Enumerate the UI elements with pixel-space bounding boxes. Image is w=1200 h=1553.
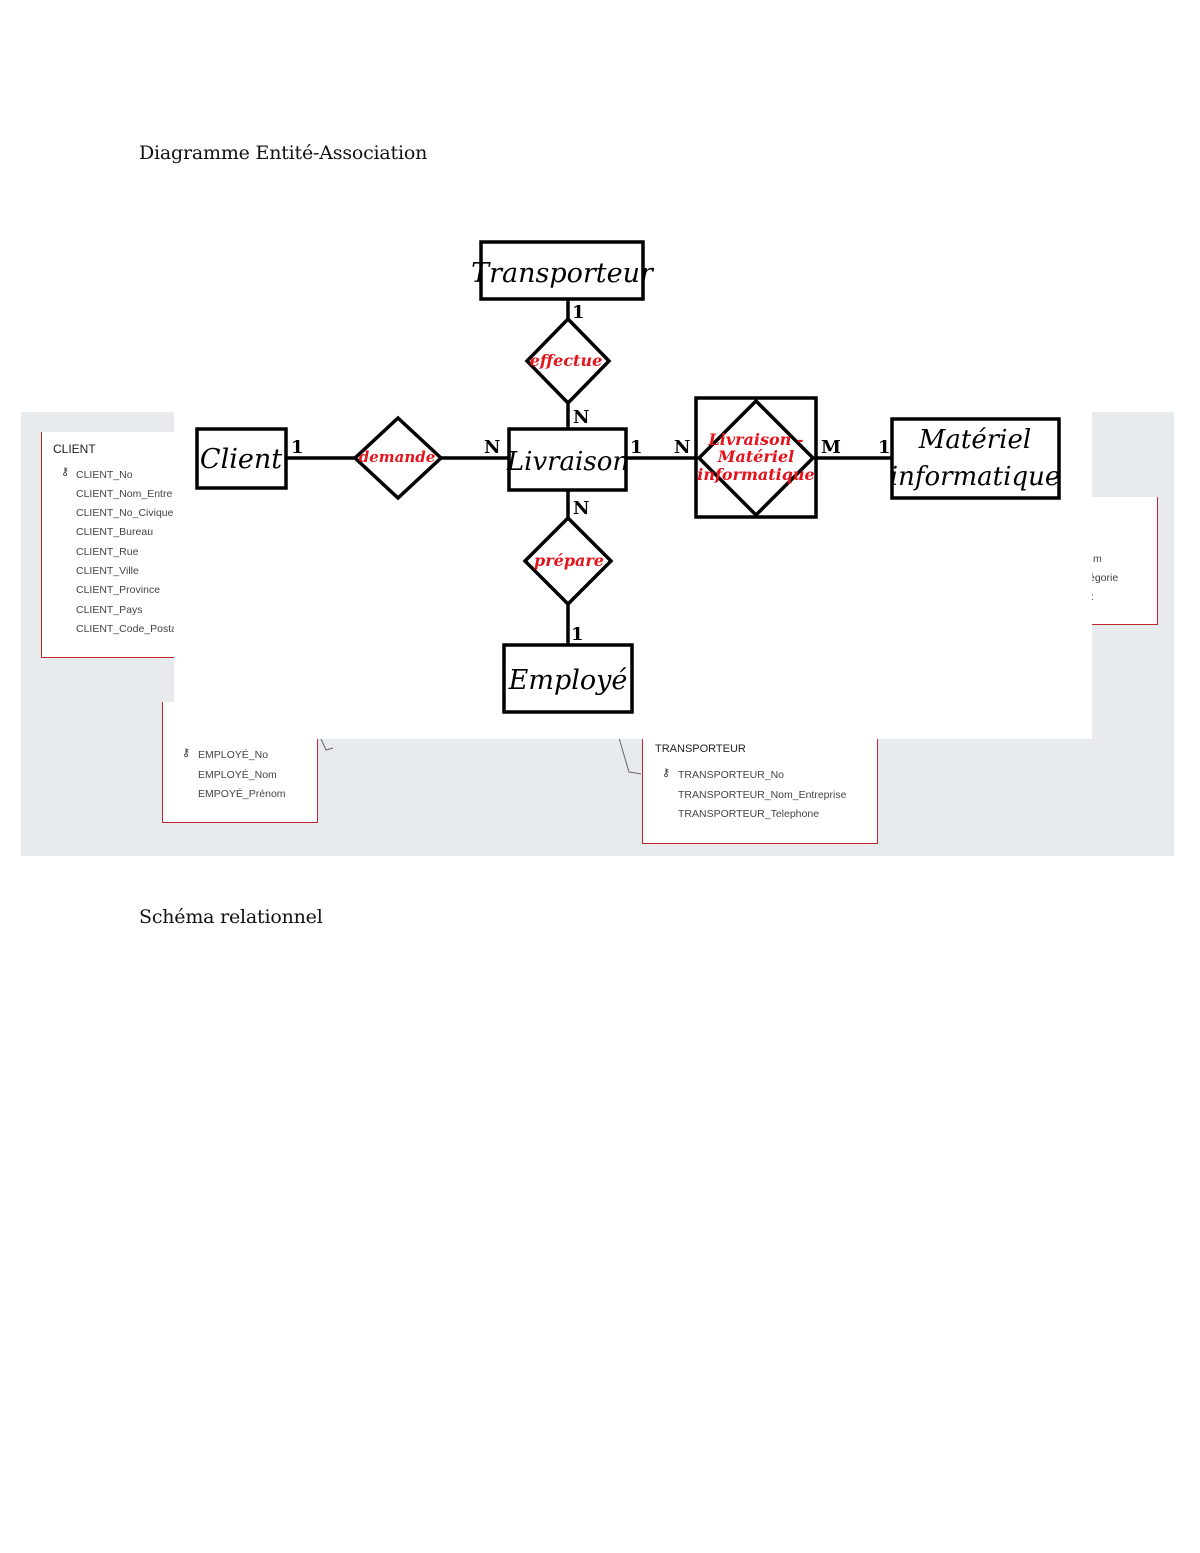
assoc-label-line1: Livraison - (707, 430, 803, 449)
relationship-prepare-label: prépare (534, 551, 604, 570)
cardinality-label: 1 (291, 437, 304, 458)
diamond-livraison-materiel (696, 398, 816, 518)
client-field: CLIENT_Rue (76, 546, 139, 558)
heading-er-diagram: Diagramme Entité-Association (139, 142, 428, 164)
client-table-title: CLIENT (53, 442, 96, 456)
relationship-demande-label: demande (359, 448, 436, 466)
er-diagram: Transporteur Client Livraison Employé Ma… (174, 227, 1092, 739)
client-field: CLIENT_Code_Posta (76, 623, 177, 635)
entity-transporteur (479, 240, 645, 301)
entity-transporteur-label: Transporteur (471, 258, 655, 289)
heading-relational-schema: Schéma relationnel (139, 906, 323, 928)
materiel-field: m (1093, 553, 1102, 565)
cardinality-label: M (821, 437, 841, 458)
entity-client-label: Client (200, 444, 282, 475)
entity-employe (502, 643, 634, 714)
entity-livraison-label: Livraison (506, 447, 629, 477)
relationship-connectors (320, 737, 642, 775)
assoc-label-line2: Matériel (717, 447, 794, 466)
entity-employe-label: Employé (508, 665, 628, 696)
cardinality-label: N (573, 498, 589, 519)
employe-field: EMPOYÉ_Prénom (198, 788, 286, 800)
transporteur-field: TRANSPORTEUR_Nom_Entreprise (678, 789, 847, 801)
client-field: CLIENT_No (76, 469, 133, 481)
client-field: CLIENT_Bureau (76, 526, 154, 538)
cardinality-label: N (674, 437, 690, 458)
client-field: CLIENT_No_Civique (76, 507, 174, 519)
employe-field: EMPLOYÉ_No (198, 749, 269, 761)
client-field: CLIENT_Province (76, 584, 161, 596)
transporteur-table-title: TRANSPORTEUR (655, 743, 746, 755)
primary-key-icon: ⚷ (61, 466, 70, 478)
materiel-field: : (1091, 591, 1094, 603)
entity-materiel-label-line1: Matériel (918, 425, 1031, 455)
relationship-prepare (522, 515, 614, 607)
cardinality-label: 1 (572, 302, 585, 323)
primary-key-icon: ⚷ (662, 767, 671, 779)
er-diagram-canvas: Transporteur Client Livraison Employé Ma… (195, 240, 1061, 714)
materiel-field: égorie (1089, 572, 1119, 584)
client-field: CLIENT_Ville (76, 565, 139, 577)
entity-livraison (507, 427, 628, 492)
employe-field: EMPLOYÉ_Nom (198, 769, 277, 781)
transporteur-field: TRANSPORTEUR_No (678, 769, 784, 781)
cardinality-label: N (484, 437, 500, 458)
primary-key-icon: ⚷ (182, 747, 191, 759)
client-field: CLIENT_Pays (76, 604, 143, 616)
relationship-effectue (524, 316, 612, 406)
relationship-demande (352, 415, 444, 501)
entity-materiel (890, 417, 1061, 500)
entity-materiel-label-line2: informatique (890, 462, 1060, 492)
transporteur-field: TRANSPORTEUR_Telephone (678, 808, 820, 820)
cardinality-label: 1 (630, 437, 643, 458)
cardinality-label: N (573, 407, 589, 428)
relationship-effectue-label: effectue (530, 351, 603, 370)
entity-client (195, 427, 288, 490)
cardinality-label: 1 (571, 624, 584, 645)
cardinality-label: 1 (878, 437, 891, 458)
assoc-label-line3: informatique (697, 465, 814, 484)
client-field: CLIENT_Nom_Entre (76, 488, 173, 500)
